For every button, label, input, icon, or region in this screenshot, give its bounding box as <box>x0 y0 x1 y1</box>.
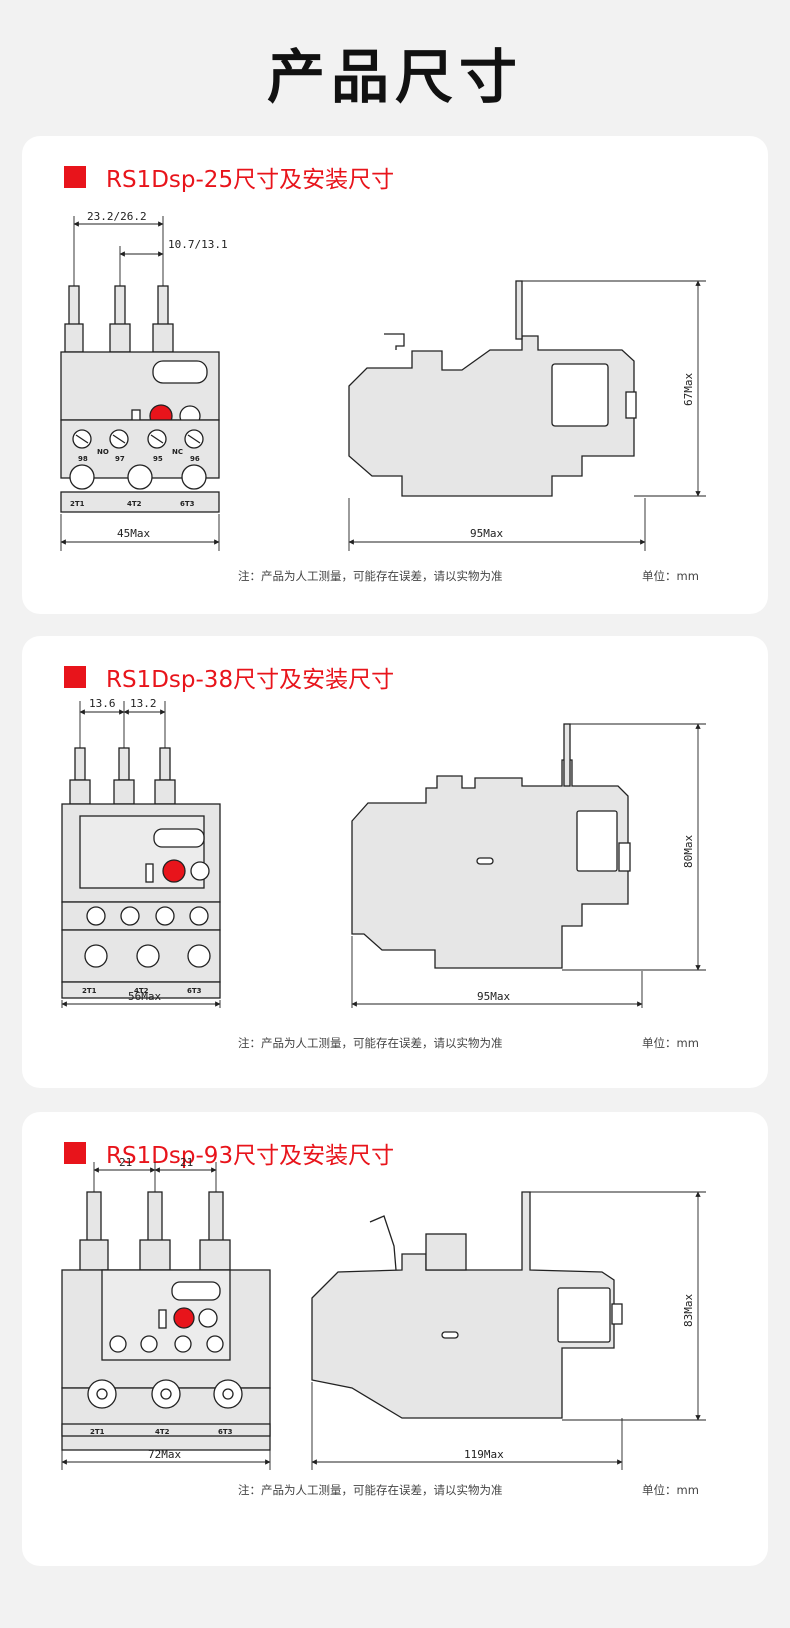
card-rs1dsp-38: RS1Dsp-38尺寸及安装尺寸 2T1 4T2 <box>22 636 768 1088</box>
dim-side-width: 119Max <box>464 1448 504 1461</box>
terminal-6t3: 6T3 <box>187 987 202 995</box>
side-view <box>348 280 637 497</box>
front-view <box>60 285 220 513</box>
label-95: 95 <box>153 455 163 463</box>
label-96: 96 <box>190 455 200 463</box>
card-header: RS1Dsp-93尺寸及安装尺寸 <box>64 1138 395 1169</box>
terminal-6t3: 6T3 <box>180 500 195 508</box>
terminal-2t1: 2T1 <box>82 987 97 995</box>
label-nc: NC <box>172 448 183 456</box>
card-rs1dsp-25: RS1Dsp-25尺寸及安装尺寸 <box>22 136 768 614</box>
dim-top-wide: 23.2/26.2 <box>87 210 147 223</box>
unit-label: 单位：mm <box>642 1036 699 1050</box>
dim-front-width: 72Max <box>148 1448 181 1461</box>
unit-label: 单位：mm <box>642 569 699 583</box>
dim-front-width: 45Max <box>117 527 150 540</box>
card-header: RS1Dsp-25尺寸及安装尺寸 <box>64 162 395 193</box>
title-marker-icon <box>64 666 86 688</box>
title-marker-icon <box>64 166 86 188</box>
terminal-4t2: 4T2 <box>127 500 142 508</box>
dim-top-right: 21 <box>180 1156 193 1169</box>
measurement-note: 注：产品为人工测量，可能存在误差，请以实物为准 <box>238 569 503 583</box>
terminal-4t2: 4T2 <box>134 987 149 995</box>
dim-side-height: 83Max <box>682 1294 695 1327</box>
terminal-2t1: 2T1 <box>70 500 85 508</box>
unit-label: 单位：mm <box>642 1483 699 1497</box>
dim-top-right: 13.2 <box>130 697 157 710</box>
dim-top-left: 13.6 <box>89 697 116 710</box>
measurement-note: 注：产品为人工测量，可能存在误差，请以实物为准 <box>238 1483 503 1497</box>
dim-top-narrow: 10.7/13.1 <box>168 238 228 251</box>
label-98: 98 <box>78 455 88 463</box>
terminal-4t2: 4T2 <box>155 1428 170 1436</box>
card-title: RS1Dsp-38尺寸及安装尺寸 <box>106 667 395 693</box>
measurement-note: 注：产品为人工测量，可能存在误差，请以实物为准 <box>238 1036 503 1050</box>
label-no: NO <box>97 448 109 456</box>
dim-side-height: 67Max <box>682 373 695 406</box>
label-97: 97 <box>115 455 125 463</box>
page-title: 产品尺寸 <box>266 43 523 111</box>
dimension-drawing: 2T1 4T2 6T3 21 21 72Max 119Max <box>61 1156 706 1470</box>
terminal-2t1: 2T1 <box>90 1428 105 1436</box>
dim-side-height: 80Max <box>682 835 695 868</box>
dim-front-width: 56Max <box>128 990 161 1003</box>
dim-side-width: 95Max <box>477 990 510 1003</box>
card-title: RS1Dsp-93尺寸及安装尺寸 <box>106 1143 395 1169</box>
card-header: RS1Dsp-38尺寸及安装尺寸 <box>64 662 395 693</box>
dimension-drawing: 2T1 4T2 6T3 13.6 13.2 56Max 95Max <box>61 697 706 1008</box>
title-marker-icon <box>64 1142 86 1164</box>
dim-side-width: 95Max <box>470 527 503 540</box>
dim-top-left: 21 <box>119 1156 132 1169</box>
dimension-drawing: 98 NO 97 95 NC 96 2T1 4T2 6T3 23.2/26.2 … <box>60 210 706 551</box>
card-rs1dsp-93: RS1Dsp-93尺寸及安装尺寸 2T1 <box>22 1112 768 1566</box>
card-title: RS1Dsp-25尺寸及安装尺寸 <box>106 167 395 193</box>
terminal-6t3: 6T3 <box>218 1428 233 1436</box>
